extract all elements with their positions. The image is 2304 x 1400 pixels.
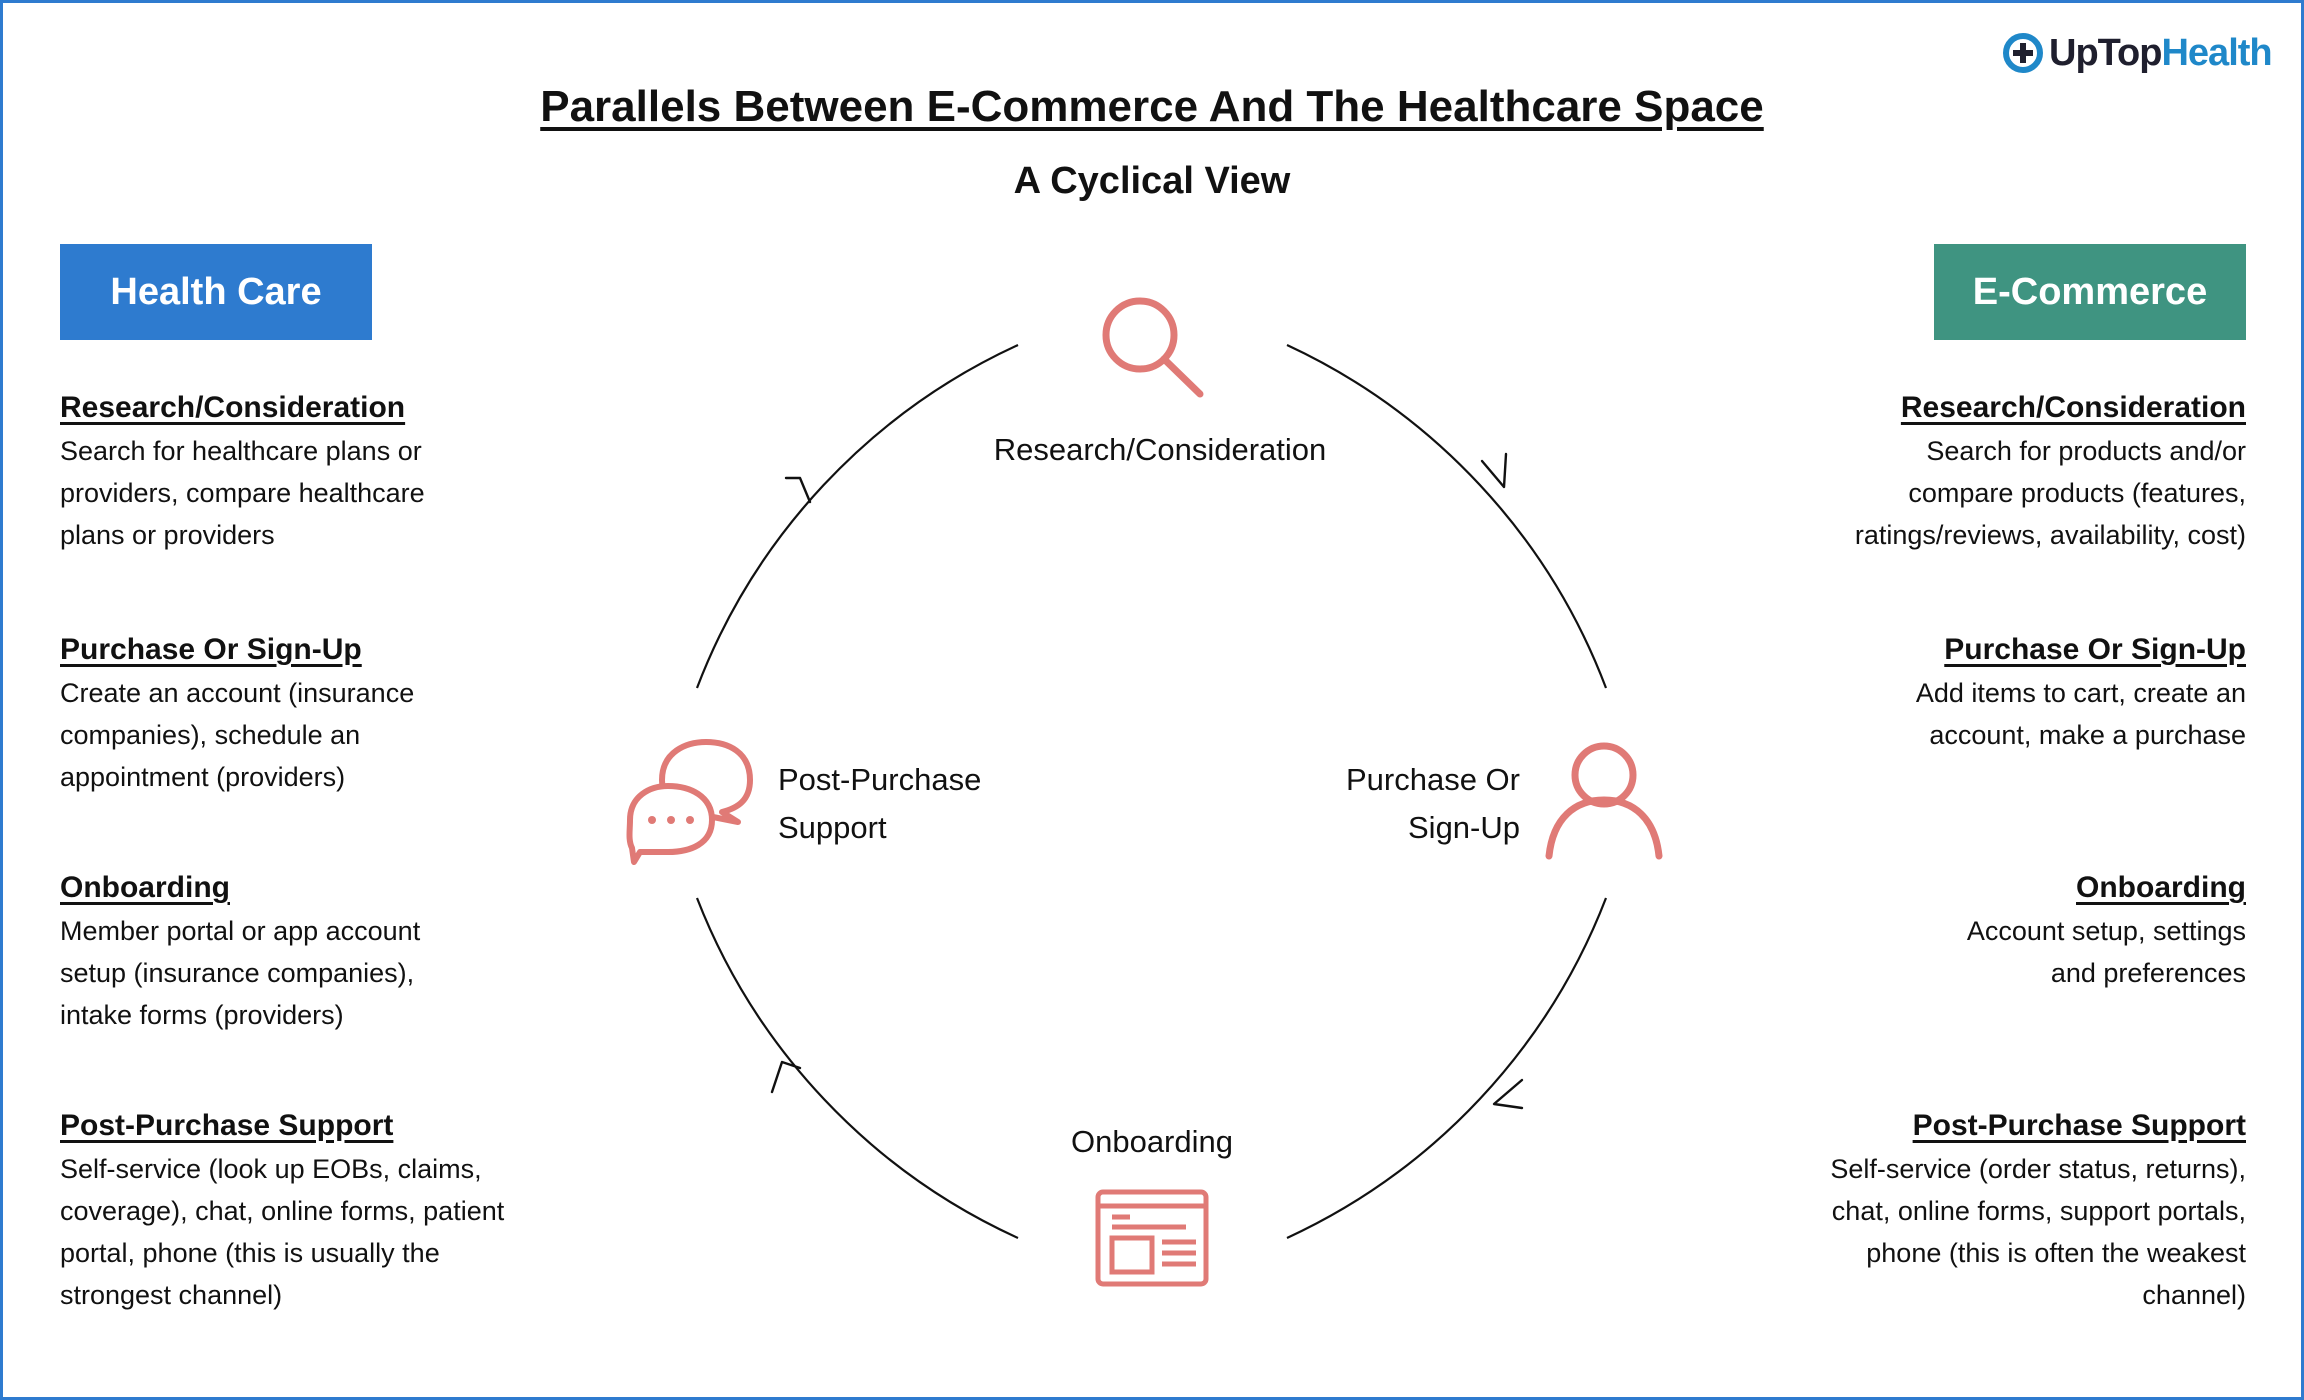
ec-section-body: Add items to cart, create an account, ma… <box>1915 678 2246 750</box>
hc-section-body: Member portal or app account setup (insu… <box>60 916 421 1030</box>
cycle-arc-bottom-right <box>1286 897 1608 1239</box>
cycle-arrowhead <box>784 476 812 504</box>
hc-section-support: Post-Purchase Support Self-service (look… <box>60 1104 620 1316</box>
diagram-subtitle: A Cyclical View <box>1013 160 1291 202</box>
diagram-title: Parallels Between E-Commerce And The Hea… <box>540 82 1764 131</box>
hc-section-body: Create an account (insurance companies),… <box>60 678 415 792</box>
ec-section-body: Self-service (order status, returns), ch… <box>1830 1154 2246 1310</box>
chat-bubbles-icon <box>626 739 753 865</box>
hc-section-research: Research/Consideration Search for health… <box>60 386 620 556</box>
stage-label-support: Post-Purchase Support <box>778 762 982 845</box>
hc-section-title: Purchase Or Sign-Up <box>60 633 362 666</box>
stage-label-onboarding: Onboarding <box>1070 1124 1233 1159</box>
hc-section-title: Onboarding <box>60 871 230 904</box>
hc-section-title: Post-Purchase Support <box>60 1109 394 1142</box>
ec-section-title: Onboarding <box>2076 871 2246 904</box>
ec-section-title: Research/Consideration <box>1900 391 2246 424</box>
hc-section-title: Research/Consideration <box>60 391 406 424</box>
stage-label-research: Research/Consideration <box>993 432 1327 467</box>
ec-section-research: Research/Consideration Search for produc… <box>1746 386 2246 556</box>
hc-section-body: Search for healthcare plans or providers… <box>60 436 425 550</box>
user-icon <box>1545 742 1663 860</box>
ec-section-onboarding: Onboarding Account setup, settings and p… <box>1746 866 2246 994</box>
medical-cross-icon <box>2003 33 2043 73</box>
cycle-arrowhead <box>1492 1078 1524 1110</box>
ec-section-title: Purchase Or Sign-Up <box>1944 633 2246 666</box>
magnifier-icon <box>1102 297 1204 398</box>
cycle-arrowhead <box>1480 452 1508 489</box>
cycle-arrowhead <box>770 1060 802 1094</box>
hc-section-onboarding: Onboarding Member portal or app account … <box>60 866 620 1036</box>
uptop-health-logo: UpTopHealth <box>2003 28 2273 78</box>
hc-section-body: Self-service (look up EOBs, claims, cove… <box>60 1154 505 1310</box>
ecommerce-header: E-Commerce <box>1934 244 2246 340</box>
cycle-arc-top-left <box>695 344 1019 689</box>
ec-section-title: Post-Purchase Support <box>1912 1109 2246 1142</box>
cycle-arc-top-right <box>1286 344 1608 689</box>
ec-section-body: Account setup, settings and preferences <box>1966 916 2246 988</box>
logo-text-uptop: UpTop <box>2049 32 2162 74</box>
web-page-icon <box>1095 1189 1209 1287</box>
cycle-arc-bottom-left <box>695 897 1019 1240</box>
ec-section-purchase: Purchase Or Sign-Up Add items to cart, c… <box>1746 628 2246 756</box>
health-care-header: Health Care <box>60 244 372 340</box>
hc-section-purchase: Purchase Or Sign-Up Create an account (i… <box>60 628 620 798</box>
ec-section-body: Search for products and/or compare produ… <box>1854 436 2246 550</box>
logo-text-health: Health <box>2161 32 2272 74</box>
stage-label-purchase: Purchase Or Sign-Up <box>1345 762 1520 845</box>
ec-section-support: Post-Purchase Support Self-service (orde… <box>1746 1104 2246 1316</box>
